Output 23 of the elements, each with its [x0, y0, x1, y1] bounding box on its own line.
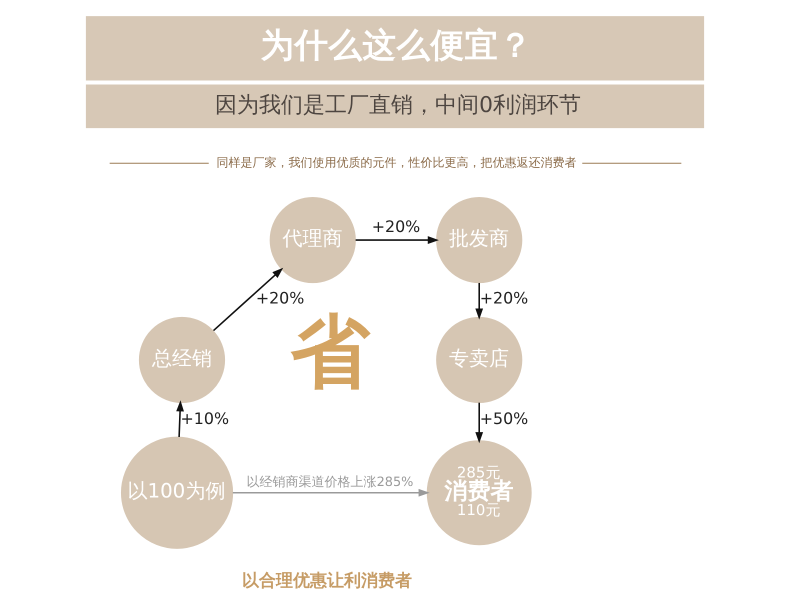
edge-label: +20% [480, 288, 528, 308]
label: 同样是厂家，我们使用优质的元件，性价比更高，把优惠返还消费者 [216, 155, 577, 170]
arrow [232, 488, 430, 497]
arrow [176, 400, 184, 438]
edge-label: 以经销商渠道价格上涨285% [246, 475, 414, 490]
arrow [475, 402, 484, 444]
edge-label: +10% [180, 409, 230, 428]
edge-label: +20% [256, 288, 304, 308]
node-circle: 专卖店 [436, 316, 522, 404]
node-circle: 285元 消费者 110元 [426, 440, 532, 546]
diagram-title: 为什么这么便宜？ [260, 25, 533, 64]
edge-label: +20% [372, 216, 420, 236]
node-circle: 以100为例 [120, 436, 234, 549]
arrow [475, 282, 484, 320]
node-circle: 批发商 [436, 196, 522, 284]
arrow [212, 268, 284, 332]
label: 因为我们是工厂直销，中间0利润环节 [215, 92, 582, 118]
label: 以合理优惠让利消费者 [242, 570, 412, 590]
arrow [356, 236, 439, 244]
label: 省 [290, 304, 370, 398]
edge-label: +50% [480, 409, 528, 428]
node-circle: 总经销 [138, 316, 226, 404]
node-circle: 代理商 [270, 196, 356, 284]
